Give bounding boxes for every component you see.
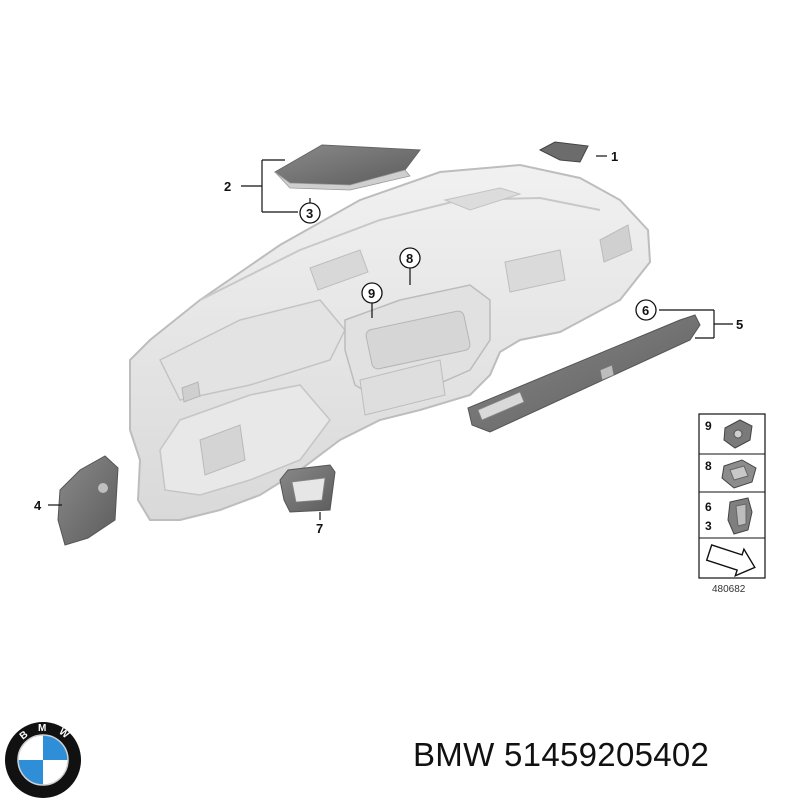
callout-7: 7 [316,521,323,536]
clip-bracket-icon [721,459,757,489]
dashboard-assembly [129,163,652,521]
bmw-logo-icon: B M W [5,722,81,798]
callout-2: 2 [224,179,231,194]
callout-8-circle: 8 [399,247,421,269]
callout-6-circle: 6 [635,299,657,321]
callout-9-circle: 9 [361,282,383,304]
svg-text:9: 9 [368,286,375,301]
part-4-side-panel [57,455,119,546]
legend-num-8: 8 [705,459,712,473]
part-5-decor-strip [467,314,701,433]
part-caption: BMW 51459205402 [413,736,709,774]
svg-text:6: 6 [642,303,649,318]
svg-text:3: 3 [306,206,313,221]
clip-nut-icon [723,419,753,449]
callout-3-circle: 3 [299,202,321,224]
callout-4: 4 [34,498,42,513]
legend-num-3: 3 [705,519,712,533]
part-1-small-trim [538,141,589,163]
callouts: 1 2 3 4 5 6 7 8 9 [34,149,743,536]
callout-5: 5 [736,317,743,332]
arrow-symbol-icon [705,544,756,578]
legend-num-6: 6 [705,500,712,514]
part-7-vent-frame [279,464,336,513]
legend-num-9: 9 [705,419,712,433]
part-2-upper-trim [274,144,421,191]
svg-text:M: M [38,723,46,734]
fastener-legend: 9 8 6 3 480682 [698,413,766,595]
spring-clip-icon [727,497,753,535]
brand-name: BMW [413,736,495,773]
svg-text:8: 8 [406,251,413,266]
reference-code: 480682 [712,584,746,595]
callout-1: 1 [611,149,618,164]
part-number: 51459205402 [504,736,710,773]
